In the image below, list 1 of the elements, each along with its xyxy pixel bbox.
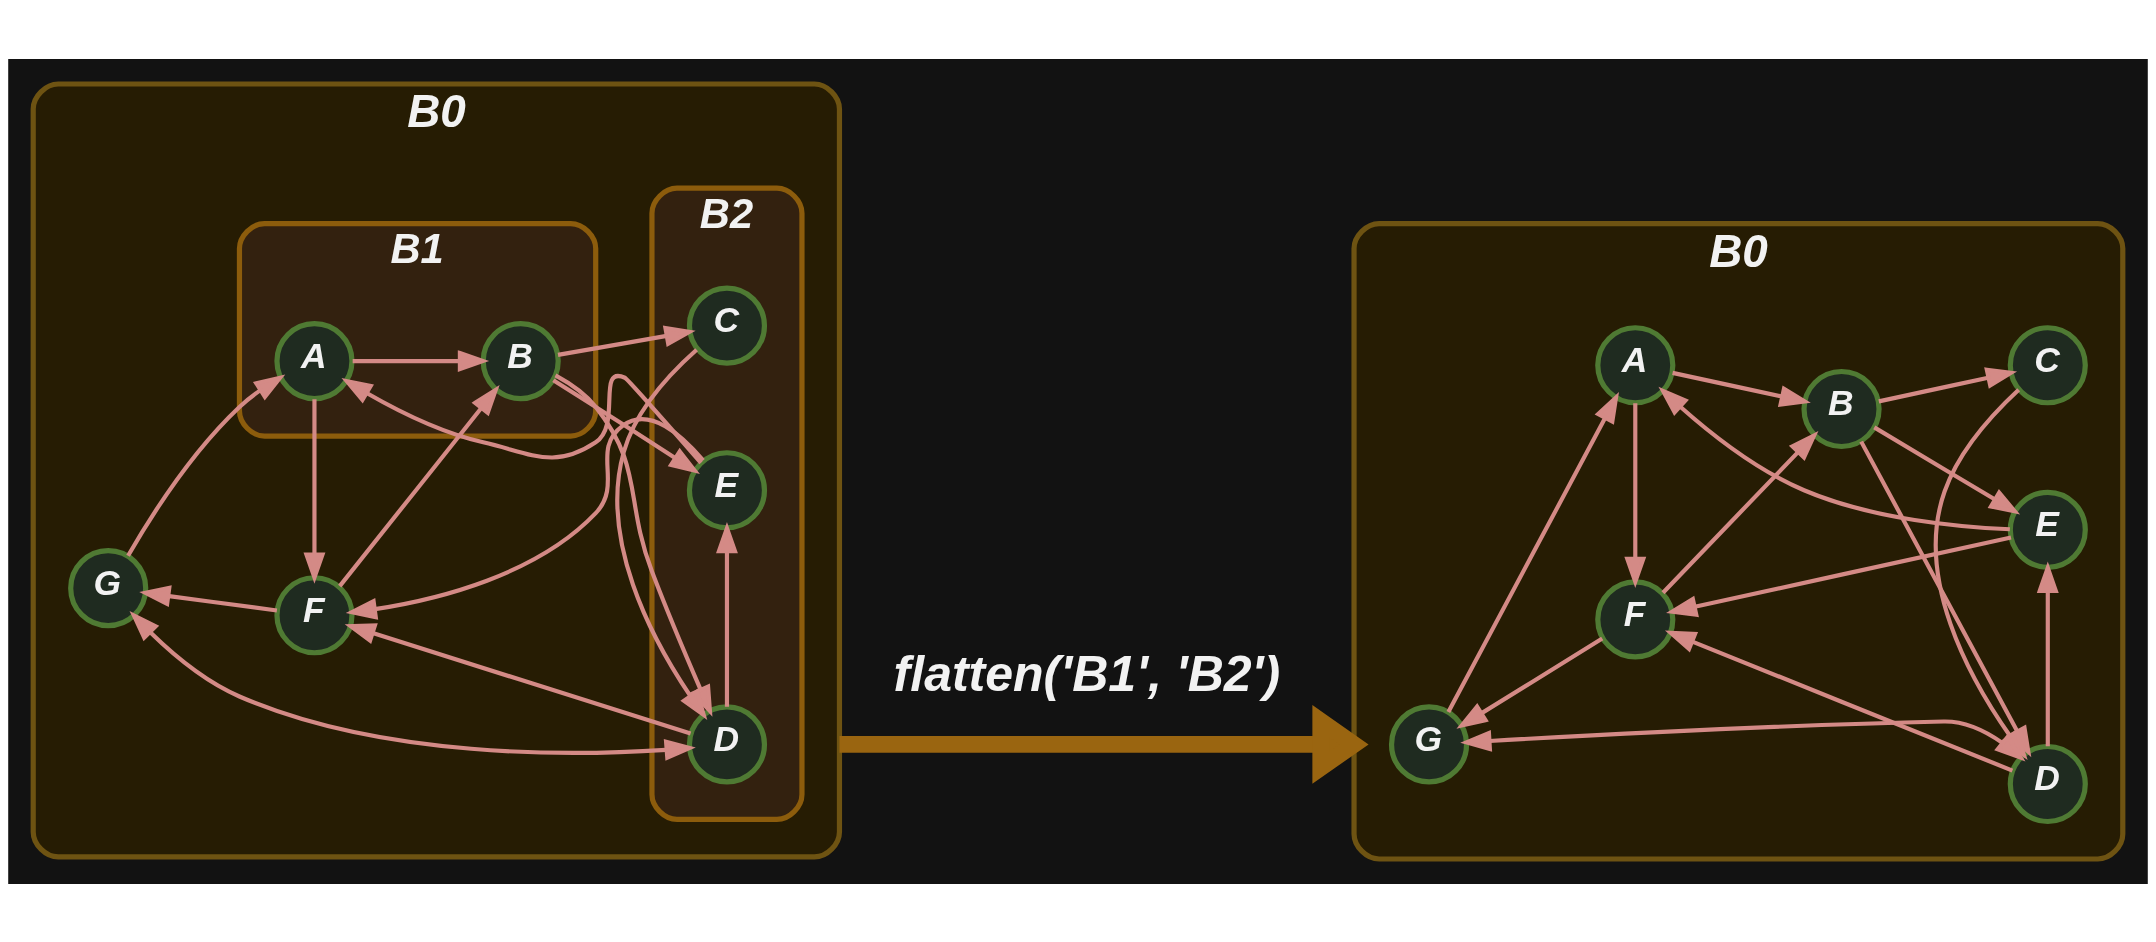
edge-label: flatten('B1', 'B2') [893,645,1281,702]
